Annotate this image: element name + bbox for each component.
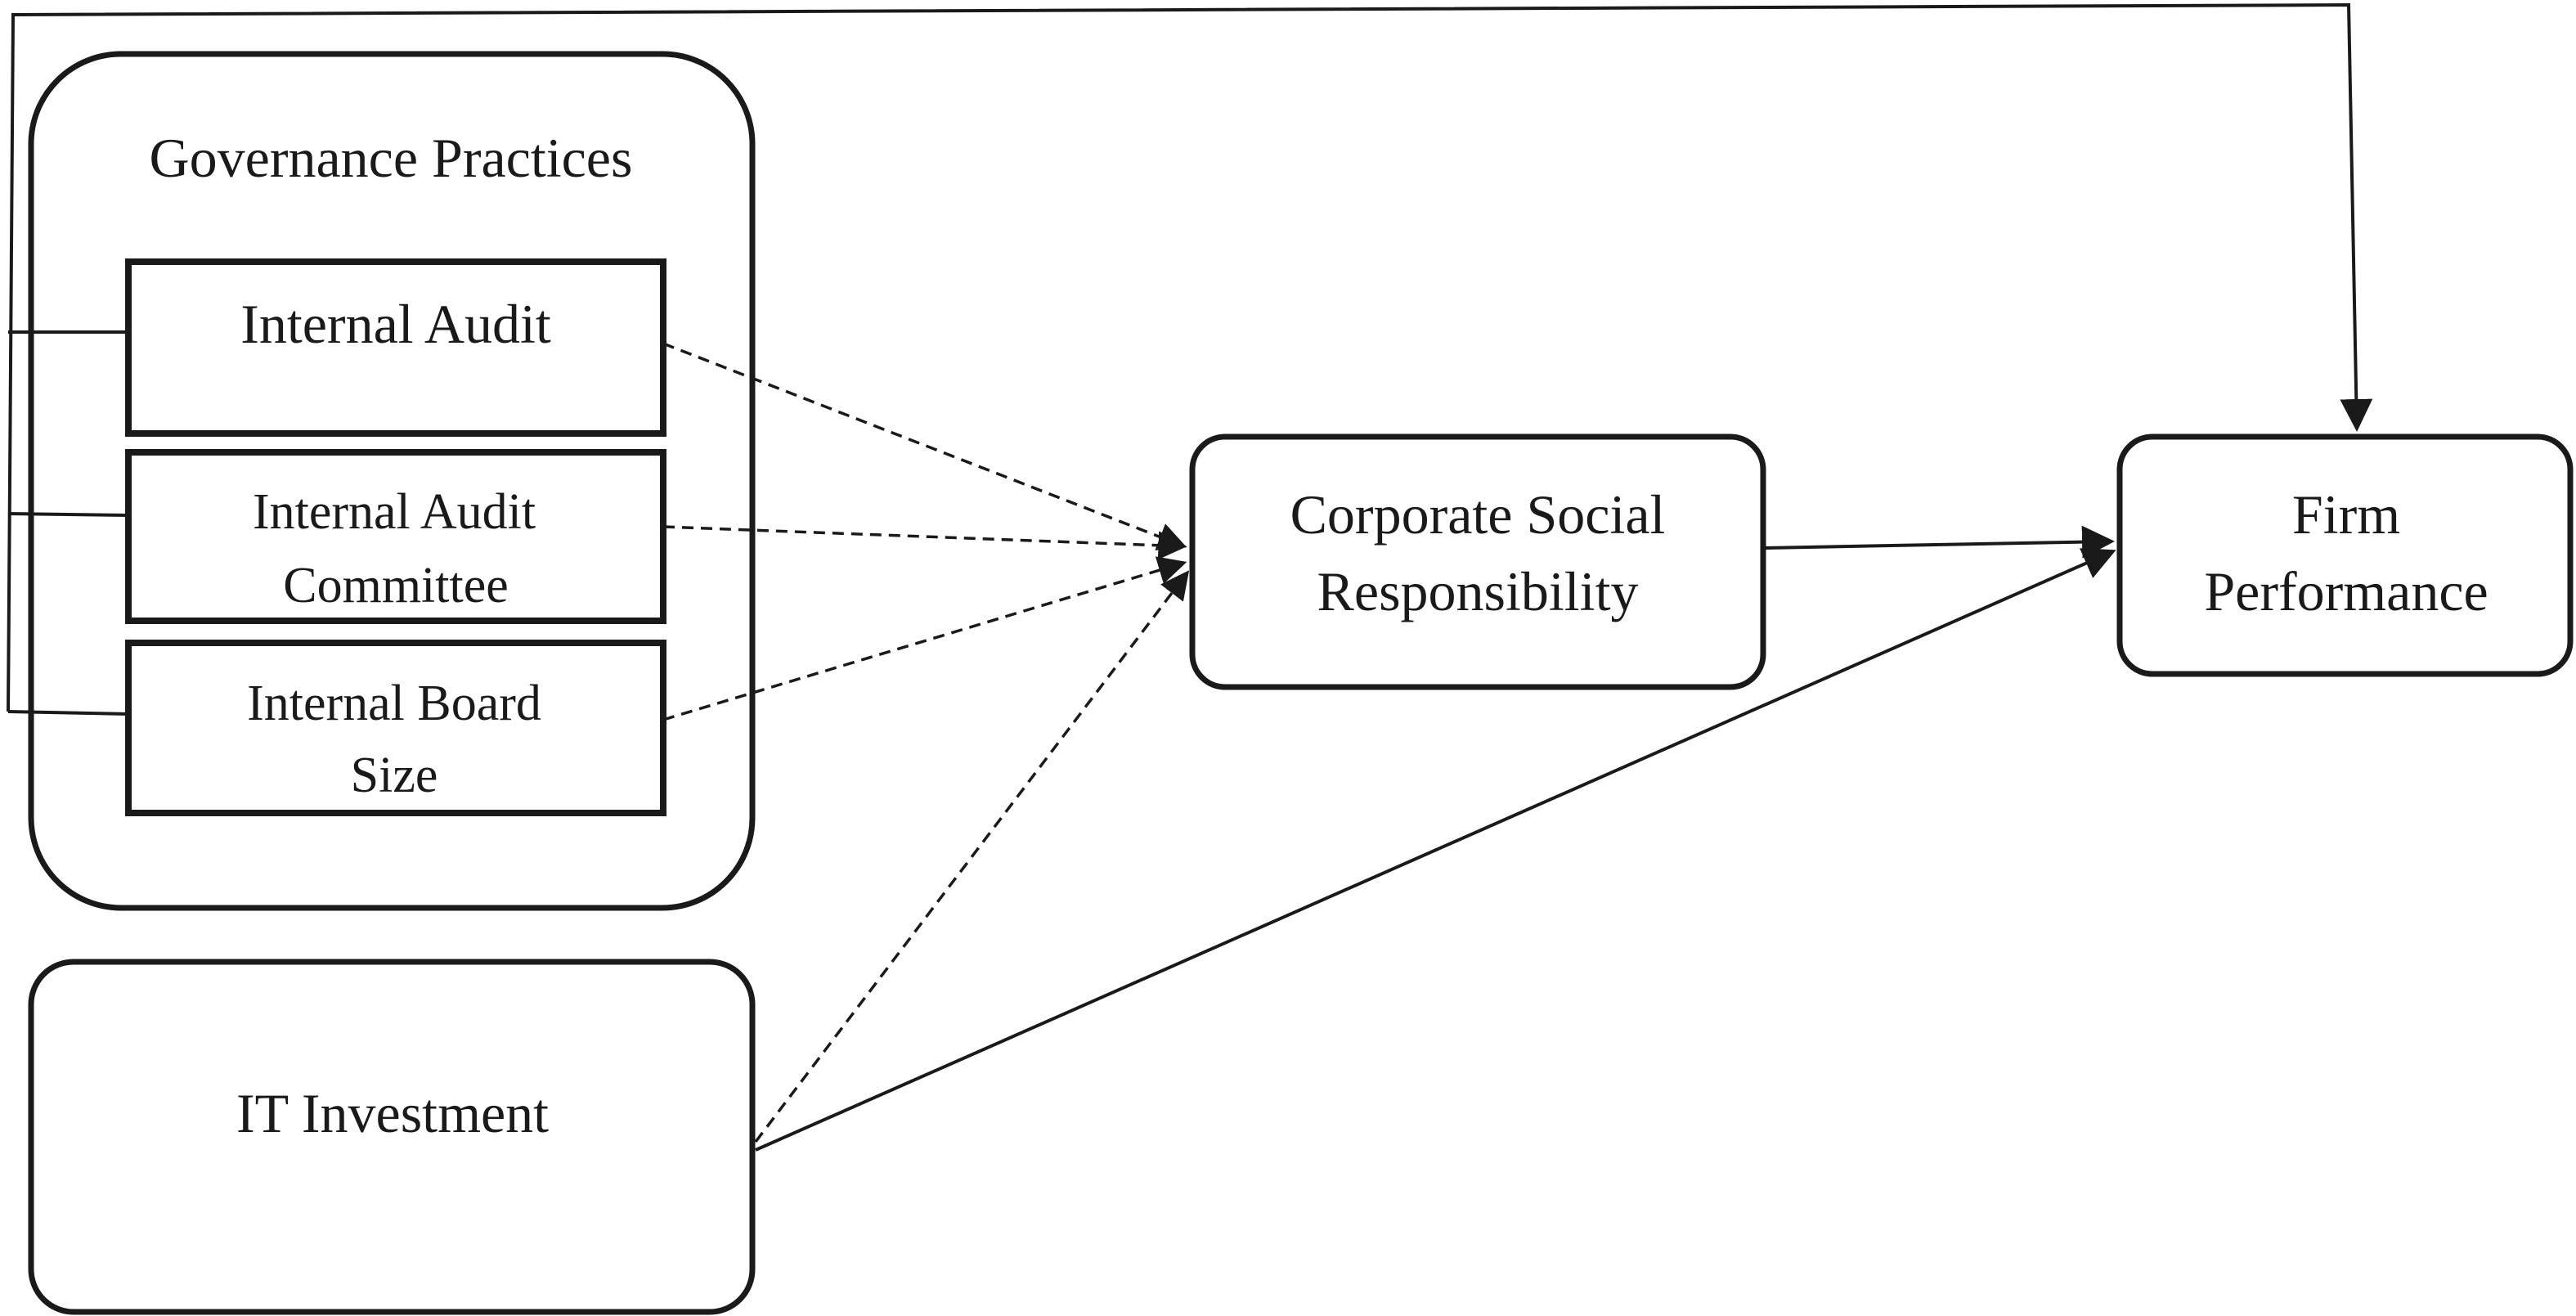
firm-performance-label-line2: Performance <box>2204 560 2488 622</box>
edge-csr-to-firm-performance <box>1762 525 2115 559</box>
internal-audit-label: Internal Audit <box>240 293 551 355</box>
internal-audit-committee-label-line2: Committee <box>283 558 509 613</box>
internal-audit-committee-box: Internal Audit Committee <box>125 449 666 624</box>
edge-internal-audit-to-csr <box>662 342 1187 550</box>
edge-it-investment-to-csr <box>754 570 1190 1143</box>
it-investment-box: IT Investment <box>28 959 756 1315</box>
internal-board-size-label-line2: Size <box>351 748 438 803</box>
firm-performance-label-line1: Firm <box>2292 483 2400 546</box>
internal-audit-committee-label-line1: Internal Audit <box>253 484 536 540</box>
edge-governance-to-firm-performance <box>7 2 2373 716</box>
internal-audit-box: Internal Audit <box>125 258 666 437</box>
csr-label-line1: Corporate Social <box>1290 483 1666 546</box>
edge-internal-board-size-to-csr <box>662 556 1187 721</box>
it-investment-label: IT Investment <box>236 1082 549 1144</box>
governance-practices-group: Governance Practices <box>28 51 756 911</box>
csr-label-line2: Responsibility <box>1317 560 1639 622</box>
governance-practices-title: Governance Practices <box>150 127 633 189</box>
internal-board-size-box: Internal Board Size <box>125 640 666 816</box>
firm-performance-box: Firm Performance <box>2116 433 2574 677</box>
internal-board-size-label-line1: Internal Board <box>247 676 541 731</box>
edge-internal-audit-committee-to-csr <box>662 525 1187 560</box>
csr-box: Corporate Social Responsibility <box>1189 433 1766 690</box>
edge-it-investment-to-firm-performance <box>755 548 2116 1152</box>
